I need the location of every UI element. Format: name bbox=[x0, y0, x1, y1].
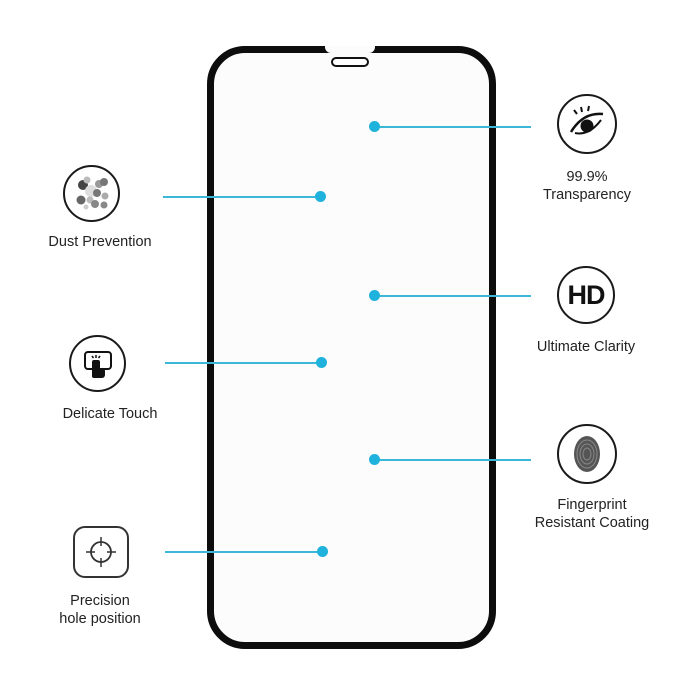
feature-label-touch: Delicate Touch bbox=[40, 405, 180, 423]
touch-screen-icon bbox=[69, 335, 126, 392]
callout-line-precision bbox=[165, 551, 322, 553]
feature-label-transparency: 99.9% Transparency bbox=[527, 168, 647, 204]
earpiece-slot bbox=[331, 57, 369, 67]
label-line-2: Resistant Coating bbox=[534, 515, 650, 531]
notch-cutout bbox=[325, 46, 375, 53]
callout-dot-transparency bbox=[369, 121, 380, 132]
label-line-1: Precision bbox=[70, 593, 130, 609]
label-line-2: Transparency bbox=[542, 187, 632, 203]
label-line-1: 99.9% bbox=[566, 169, 608, 185]
label-line-2: hole position bbox=[59, 611, 141, 627]
callout-line-touch bbox=[165, 362, 321, 364]
callout-line-fingerprint bbox=[374, 459, 531, 461]
label-line-1: Ultimate Clarity bbox=[536, 339, 636, 355]
callout-line-dust bbox=[163, 196, 320, 198]
feature-label-fingerprint: Fingerprint Resistant Coating bbox=[522, 496, 662, 532]
phone-screen-protector bbox=[207, 46, 496, 649]
dust-particles-icon bbox=[63, 165, 120, 222]
hd-icon: HD bbox=[557, 266, 615, 324]
feature-label-dust: Dust Prevention bbox=[30, 233, 170, 251]
callout-dot-touch bbox=[316, 357, 327, 368]
callout-dot-fingerprint bbox=[369, 454, 380, 465]
feature-label-precision: Precision hole position bbox=[40, 592, 160, 628]
fingerprint-icon bbox=[557, 424, 617, 484]
callout-dot-precision bbox=[317, 546, 328, 557]
eye-icon bbox=[557, 94, 617, 154]
callout-dot-clarity bbox=[369, 290, 380, 301]
hd-icon-text: HD bbox=[567, 279, 606, 310]
crosshair-icon bbox=[73, 526, 129, 578]
callout-dot-dust bbox=[315, 191, 326, 202]
feature-label-clarity: Ultimate Clarity bbox=[521, 338, 651, 356]
callout-line-clarity bbox=[374, 295, 531, 297]
label-line-1: Delicate Touch bbox=[62, 406, 158, 422]
label-line-1: Fingerprint bbox=[557, 497, 627, 513]
callout-line-transparency bbox=[374, 126, 531, 128]
label-line-1: Dust Prevention bbox=[48, 234, 152, 250]
